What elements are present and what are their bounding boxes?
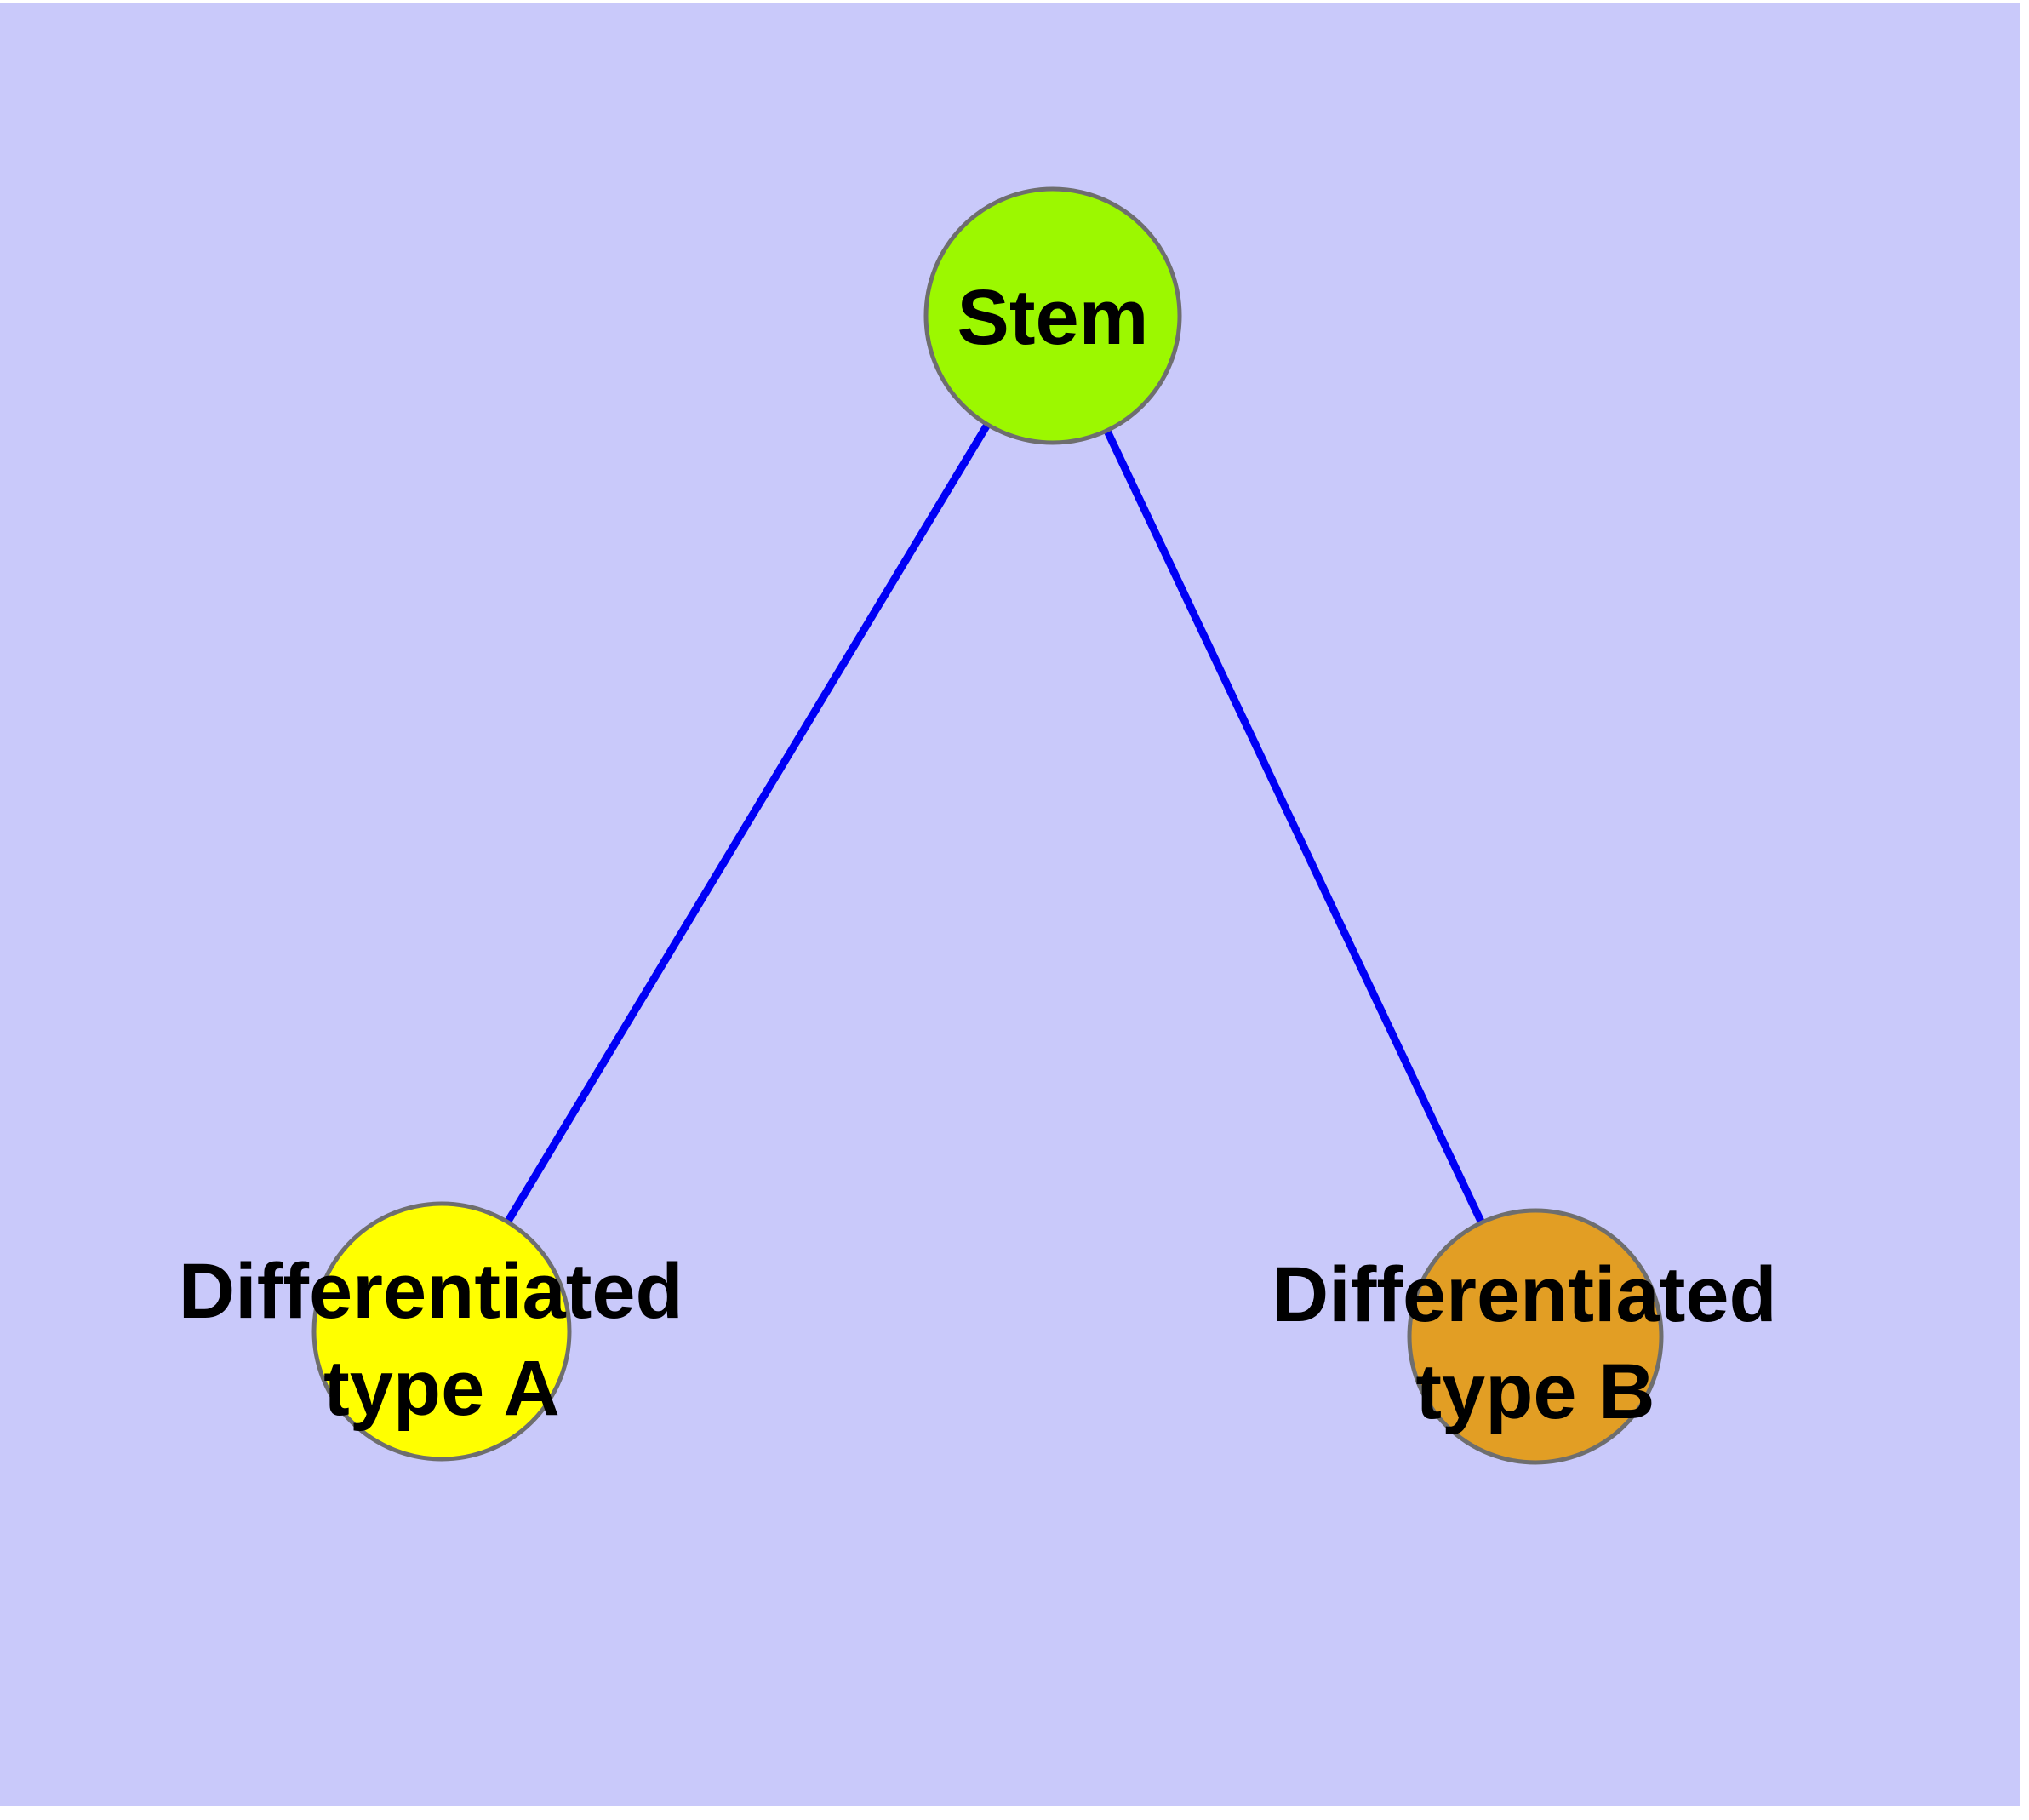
node-differentiated-type-a-circle <box>311 1201 572 1462</box>
node-differentiated-type-b-label-line-1: Differentiated <box>1272 1251 1777 1338</box>
edges <box>438 313 1540 1338</box>
edge-stem-to-type-b <box>1049 314 1540 1338</box>
node-differentiated-type-a: Differentiated type A <box>179 1201 706 1462</box>
node-stem-circle <box>923 186 1182 445</box>
node-differentiated-type-a-label-line-2: type A <box>323 1345 560 1432</box>
node-differentiated-type-b: Differentiated type B <box>1272 1208 1799 1465</box>
node-differentiated-type-b-label: Differentiated type B <box>1272 1251 1799 1435</box>
node-stem-label-line: Stem <box>957 274 1149 361</box>
node-differentiated-type-b-label-line-2: type B <box>1415 1348 1655 1435</box>
edge-stem-to-type-a <box>438 313 1056 1334</box>
node-stem-label: Stem <box>957 274 1149 361</box>
node-differentiated-type-a-label: Differentiated type A <box>179 1248 706 1432</box>
node-stem: Stem <box>923 186 1182 445</box>
node-differentiated-type-b-circle <box>1407 1208 1664 1465</box>
node-differentiated-type-a-label-line-1: Differentiated <box>179 1248 683 1335</box>
